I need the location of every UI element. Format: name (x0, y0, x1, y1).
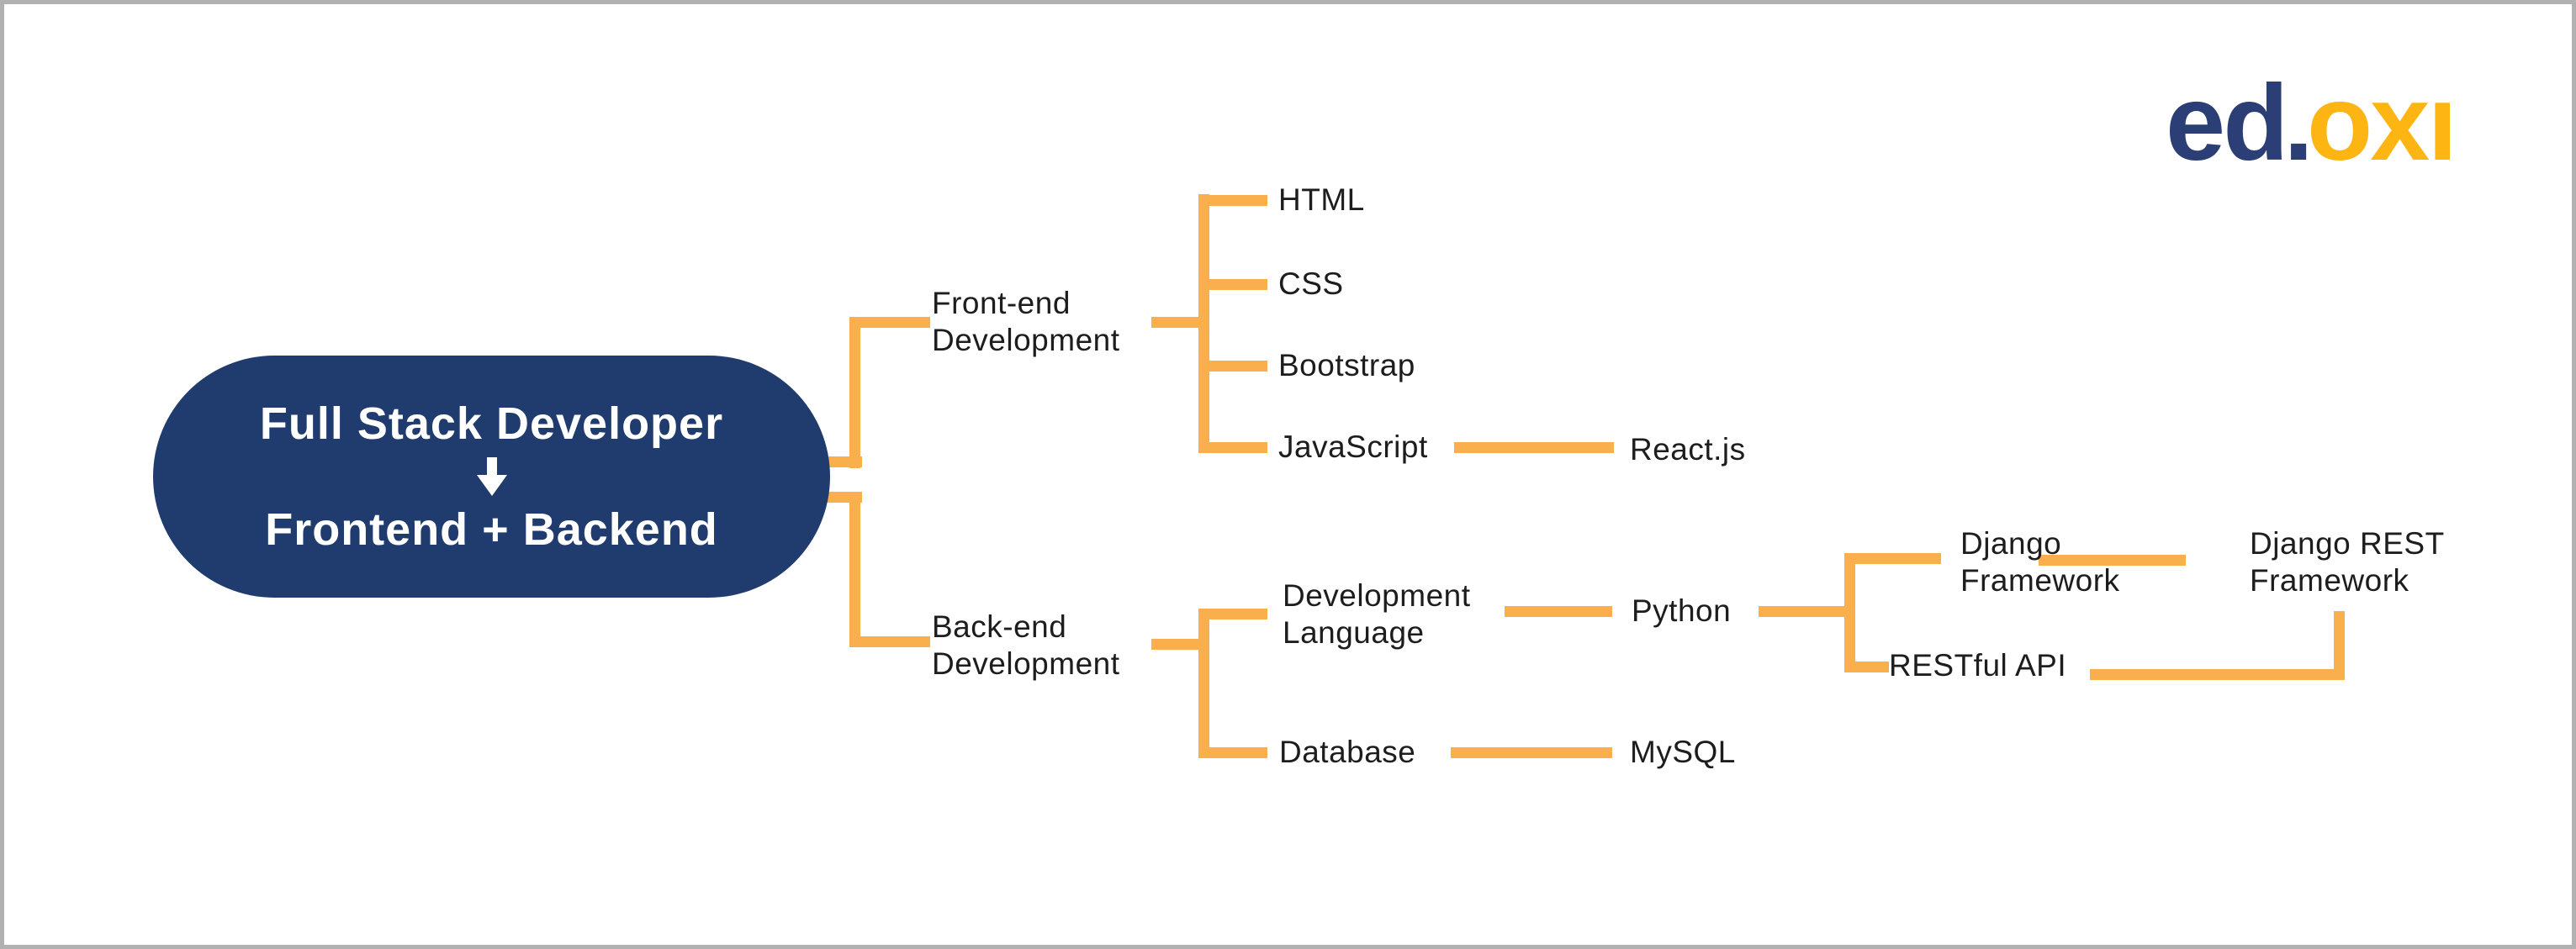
node-mysql: MySQL (1630, 735, 1736, 769)
connector-python-bracket-vertical (1844, 553, 1855, 672)
connector-root-frontend-horizontal (849, 317, 930, 328)
node-development-language: Development Language (1283, 578, 1471, 650)
node-bootstrap: Bootstrap (1278, 348, 1415, 382)
connector-djangoframework-stub (1854, 553, 1941, 564)
connector-restfulapi-elbow-up (2334, 611, 2345, 680)
connector-devlanguage-python (1505, 606, 1612, 617)
connector-backend-bracket-vertical (1198, 609, 1209, 758)
node-database: Database (1279, 735, 1416, 769)
node-restful-api: RESTful API (1889, 648, 2067, 683)
logo-text-ed: ed (2166, 63, 2288, 183)
connector-javascript-react (1454, 442, 1614, 453)
node-front-end-development: Front-end Development (932, 286, 1120, 357)
node-python: Python (1632, 593, 1732, 628)
root-node: Full Stack Developer Frontend + Backend (153, 356, 830, 598)
node-html: HTML (1278, 182, 1365, 217)
connector-restfulapi-stub (1854, 662, 1889, 672)
logo-dot: . (2283, 63, 2314, 183)
connector-root-backend-vertical (849, 492, 860, 647)
connector-restfulapi-horizontal (2090, 669, 2345, 680)
connector-frontend-bracket-vertical (1198, 194, 1209, 453)
node-django-framework: Django Framework (1960, 526, 2120, 598)
down-arrow-icon (475, 457, 509, 496)
connector-javascript-stub (1209, 442, 1267, 453)
connector-django-djangorest (2039, 555, 2186, 566)
node-css: CSS (1278, 266, 1344, 301)
connector-database-stub (1209, 747, 1267, 758)
edoxi-logo: ed.oxı (2166, 70, 2457, 177)
connector-frontend-bracket-in (1151, 317, 1202, 328)
connector-root-frontend-vertical (849, 317, 860, 468)
connector-devlanguage-stub (1209, 609, 1267, 619)
connector-root-backend-horizontal (849, 636, 930, 647)
connector-css-stub (1209, 279, 1267, 290)
node-back-end-development: Back-end Development (932, 609, 1120, 681)
root-title: Full Stack Developer (259, 398, 724, 449)
logo-text-oxi: oxı (2306, 63, 2457, 183)
connector-html-stub (1209, 195, 1267, 206)
node-javascript: JavaScript (1278, 430, 1428, 464)
connector-bootstrap-stub (1209, 361, 1267, 372)
node-django-rest-framework: Django REST Framework (2250, 526, 2445, 598)
root-subtitle: Frontend + Backend (265, 504, 718, 555)
connector-database-mysql (1451, 747, 1612, 758)
node-react-js: React.js (1630, 432, 1746, 467)
connector-backend-bracket-in (1151, 639, 1200, 650)
connector-python-bracket-in (1759, 606, 1844, 617)
